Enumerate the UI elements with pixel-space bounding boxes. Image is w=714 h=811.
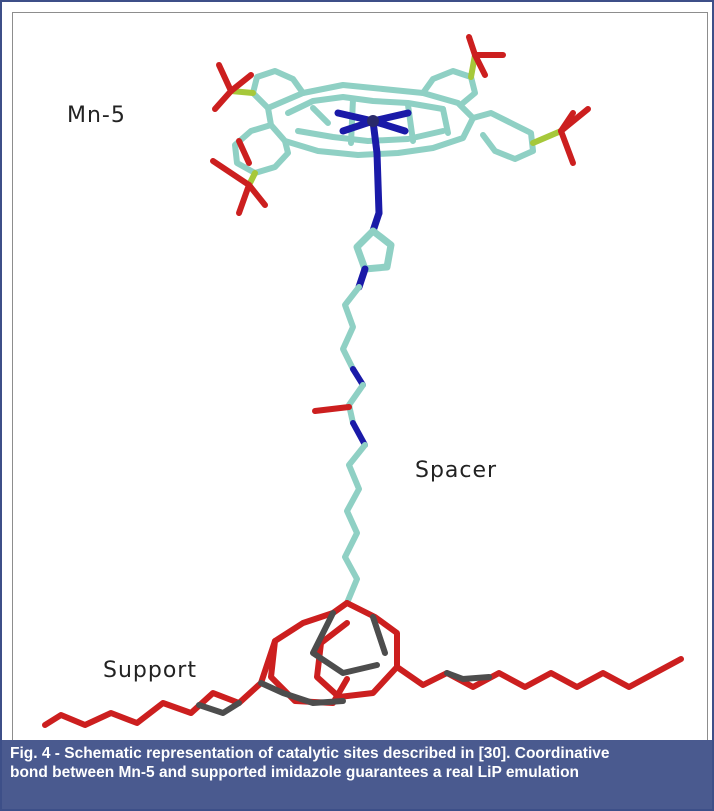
- label-mn5: Mn-5: [67, 103, 126, 128]
- caption-line-2-start: bond between Mn-: [10, 764, 147, 781]
- sulfonate-group-2: [466, 34, 506, 80]
- label-support: Support: [103, 658, 197, 683]
- manganese-atom: [367, 115, 379, 127]
- caption-line-2-end: and supported imidazole guarantees a rea…: [154, 764, 580, 781]
- sulfonate-group-3: [210, 138, 268, 216]
- caption-line-1: Fig. 4 - Schematic representation of cat…: [10, 745, 610, 762]
- label-spacer: Spacer: [415, 458, 498, 483]
- caption-compound-number: 5: [146, 764, 155, 781]
- porphyrin-ring: [232, 68, 536, 176]
- spacer-chain: [312, 284, 368, 606]
- sulfonate-group-1: [212, 62, 256, 112]
- sulfonate-group-4: [530, 106, 591, 166]
- molecule-diagram: [42, 34, 684, 728]
- imidazole-linker: [353, 149, 395, 291]
- caption-line-2: bond between Mn-5 and supported imidazol…: [10, 763, 708, 782]
- figure-panel: Mn-5 Spacer Support: [12, 12, 708, 742]
- support-framework: [42, 600, 684, 728]
- figure-caption: Fig. 4 - Schematic representation of cat…: [2, 740, 712, 809]
